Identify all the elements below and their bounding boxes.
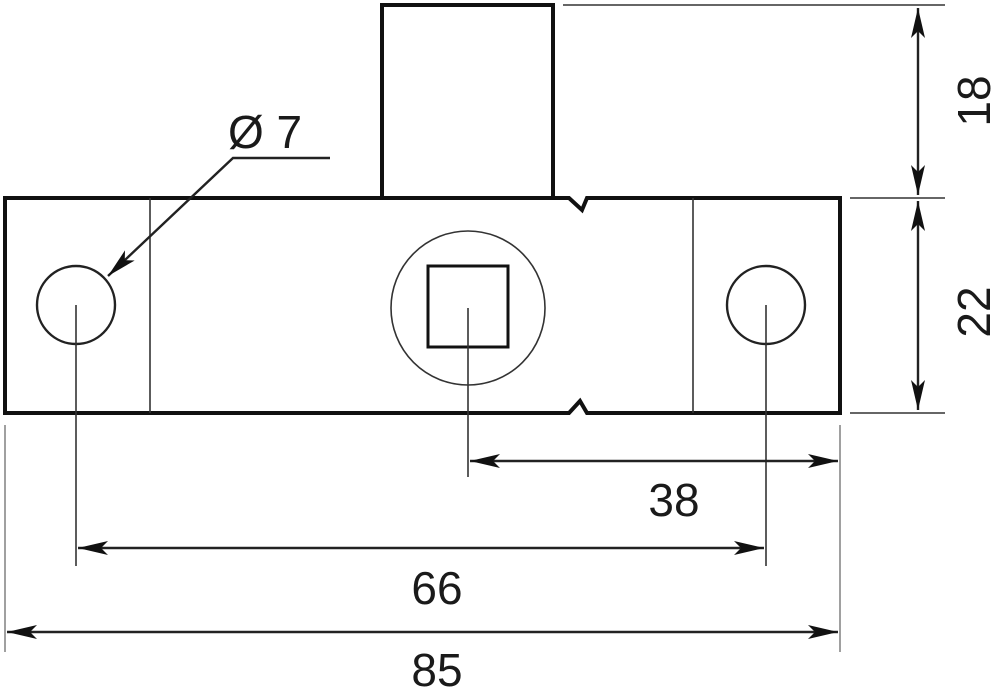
body-height-label: 22 <box>948 286 1000 337</box>
diameter-leader <box>107 156 330 277</box>
bolt-tab <box>380 3 555 200</box>
top-height-label: 18 <box>948 75 1000 126</box>
hole-diameter-label: Ø 7 <box>228 106 302 158</box>
hole-spacing-label: 66 <box>411 562 462 614</box>
overall-length-label: 85 <box>411 644 462 694</box>
center-to-hole-label: 38 <box>648 474 699 526</box>
latch-body <box>3 196 842 415</box>
